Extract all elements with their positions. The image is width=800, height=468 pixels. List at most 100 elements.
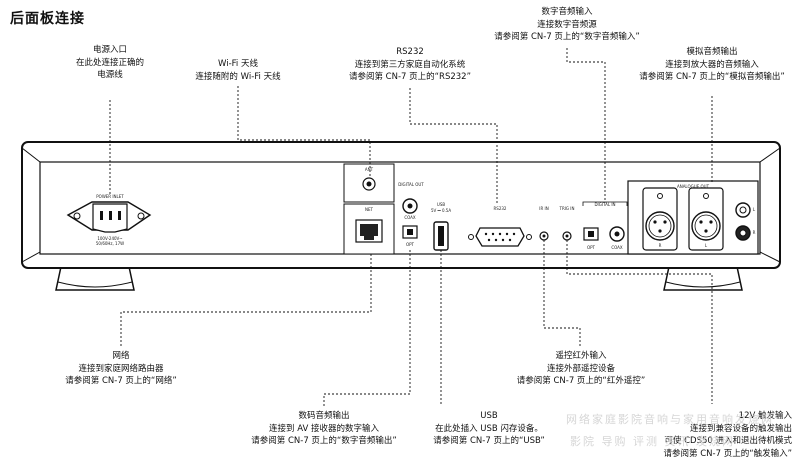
callout-digital-in-line-1: 连接数字音频源	[537, 19, 597, 30]
ethernet-jack	[360, 224, 378, 240]
leader-network	[120, 254, 372, 346]
power-spec-line-2: 50/60Hz, 17W	[96, 241, 124, 246]
digital-out-label: DIGITAL OUT	[398, 182, 424, 187]
trig-in-label: TRIG IN	[559, 206, 575, 211]
watermark-line-2: 影院 导购 评测 资讯 发烧网	[570, 435, 735, 448]
callout-power-line-1: 在此处连接正确的	[75, 57, 144, 68]
watermark-line-1: 网络家庭影院音响与家用音响发烧网	[566, 413, 774, 426]
rca-r-label: R	[753, 230, 756, 235]
ant-label: ANT	[365, 167, 374, 172]
callout-rs232-line-1: 连接到第三方家庭自动化系统	[354, 59, 466, 70]
left-foot-curve	[57, 281, 133, 288]
callout-power-title: 电源入口	[92, 45, 127, 55]
callout-digital-in-title: 数字音频输入	[541, 7, 593, 17]
ir-in-label: IR IN	[539, 206, 548, 211]
xlr-l-label: L	[705, 243, 708, 248]
callout-network-line-2: 请参阅第 CN-7 页上的“网络”	[65, 376, 177, 386]
callout-analogue-out: 模拟音频输出 连接到放大器的音频输入 请参阅第 CN-7 页上的“模拟音频输出”	[636, 46, 788, 84]
leader-digital-out	[323, 250, 411, 406]
rs232-label: RS232	[494, 206, 507, 211]
usb-tongue	[438, 226, 444, 246]
ir-in-pin	[542, 234, 546, 238]
coax-in-pin	[614, 231, 620, 237]
callout-ir-in-line-1: 连接外部遥控设备	[546, 363, 615, 374]
leader-digital-in	[566, 48, 606, 202]
usb-spec-label: 5V ⎓ 0.5A	[431, 208, 451, 213]
power-inlet-label: POWER INLET	[96, 194, 124, 199]
power-screw-left	[73, 212, 81, 220]
opt-in-label: OPT	[587, 245, 596, 250]
analogue-out-label: ANALOGUE OUT	[677, 184, 710, 189]
right-foot-curve	[665, 281, 741, 288]
callout-trigger-title: 12V 触发输入	[738, 411, 792, 421]
callout-network: 网络 连接到家庭网络路由器 请参阅第 CN-7 页上的“网络”	[56, 350, 186, 388]
xlr-r-pins	[653, 220, 667, 233]
callout-wifi-line-1: 连接随附的 Wi-Fi 天线	[195, 71, 281, 82]
xlr-r-connector	[645, 211, 675, 241]
net-label: NET	[365, 207, 374, 212]
chassis-inner	[39, 161, 761, 255]
callout-wifi: Wi-Fi 天线 连接随附的 Wi-Fi 天线	[168, 58, 308, 83]
chassis-bevels	[21, 147, 781, 263]
power-pin-1	[100, 211, 103, 220]
digital-in-label: DIGITAL IN	[594, 202, 615, 207]
callout-power: 电源入口 在此处连接正确的 电源线	[48, 44, 172, 82]
xlr-l-connector	[691, 211, 721, 241]
xlr-l-latch	[703, 193, 709, 199]
callout-trigger-line-2: 可使 CDS50 进入和退出待机模式	[664, 436, 792, 446]
callout-analogue-out-line-1: 连接到放大器的音频输入	[665, 59, 759, 70]
leader-ir-in	[543, 240, 581, 346]
opt-out-shutter	[407, 229, 413, 235]
coax-out-label: COAX	[404, 215, 416, 220]
opt-out-label: OPT	[406, 242, 415, 247]
callout-usb-title: USB	[480, 411, 498, 421]
callout-usb-line-1: 在此处插入 USB 闪存设备。	[435, 423, 543, 434]
rca-r-pin	[739, 229, 747, 237]
callout-analogue-out-line-2: 请参阅第 CN-7 页上的“模拟音频输出”	[639, 72, 785, 82]
xlr-l-pins	[699, 220, 713, 233]
callout-digital-in: 数字音频输入 连接数字音频源 请参阅第 CN-7 页上的“数字音频输入”	[487, 6, 647, 44]
leader-lines	[109, 48, 713, 406]
xlr-r-label: R	[659, 243, 662, 248]
coax-in-label: COAX	[611, 245, 623, 250]
callout-digital-out: 数码音频输出 连接到 AV 接收器的数字输入 请参阅第 CN-7 页上的“数字音…	[244, 410, 404, 448]
xlr-r-inner	[648, 214, 672, 238]
digital-in-bracket	[582, 201, 628, 206]
leader-rs232	[409, 88, 498, 204]
rca-l-pin	[739, 206, 747, 214]
usb-label: USB	[437, 202, 445, 207]
callout-network-title: 网络	[112, 351, 130, 361]
callout-power-line-2: 电源线	[97, 70, 123, 80]
trig-in-pin	[565, 234, 569, 238]
callout-digital-out-line-2: 请参阅第 CN-7 页上的“数字音频输出”	[251, 436, 397, 446]
callout-usb: USB 在此处插入 USB 闪存设备。 请参阅第 CN-7 页上的“USB”	[420, 410, 558, 448]
callout-network-line-1: 连接到家庭网络路由器	[78, 363, 164, 374]
callout-ir-in: 遥控红外输入 连接外部遥控设备 请参阅第 CN-7 页上的“红外遥控”	[515, 350, 647, 388]
callout-analogue-out-title: 模拟音频输出	[686, 47, 738, 57]
rs232-screw-left	[468, 234, 474, 240]
callout-ir-in-line-2: 请参阅第 CN-7 页上的“红外遥控”	[516, 376, 646, 386]
page-title: 后面板连接	[10, 11, 85, 27]
callout-trigger: 12V 触发输入 连接到兼容设备的触发输出 可使 CDS50 进入和退出待机模式…	[636, 410, 792, 460]
power-pin-3	[118, 211, 121, 220]
callout-trigger-line-1: 连接到兼容设备的触发输出	[689, 423, 792, 434]
antenna-pin	[366, 181, 372, 187]
power-spec-line-1: 100V-240V~	[97, 236, 122, 241]
callout-trigger-line-3: 请参阅第 CN-7 页上的“触发输入”	[663, 448, 792, 459]
coax-out-pin	[407, 203, 413, 209]
power-screw-right	[137, 212, 145, 220]
callout-rs232-line-2: 请参阅第 CN-7 页上的“RS232”	[348, 72, 471, 82]
leader-wifi	[237, 86, 371, 178]
callout-ir-in-title: 遥控红外输入	[555, 351, 607, 361]
xlr-r-latch	[657, 193, 663, 199]
callout-usb-line-2: 请参阅第 CN-7 页上的“USB”	[433, 436, 545, 446]
opt-in-shutter	[588, 231, 594, 237]
callout-digital-out-title: 数码音频输出	[298, 411, 350, 421]
rs232-pins	[484, 232, 516, 242]
power-pin-2	[109, 211, 112, 220]
callout-digital-out-line-1: 连接到 AV 接收器的数字输入	[269, 423, 379, 434]
callout-rs232-title: RS232	[396, 47, 424, 57]
callout-rs232: RS232 连接到第三方家庭自动化系统 请参阅第 CN-7 页上的“RS232”	[340, 46, 480, 84]
